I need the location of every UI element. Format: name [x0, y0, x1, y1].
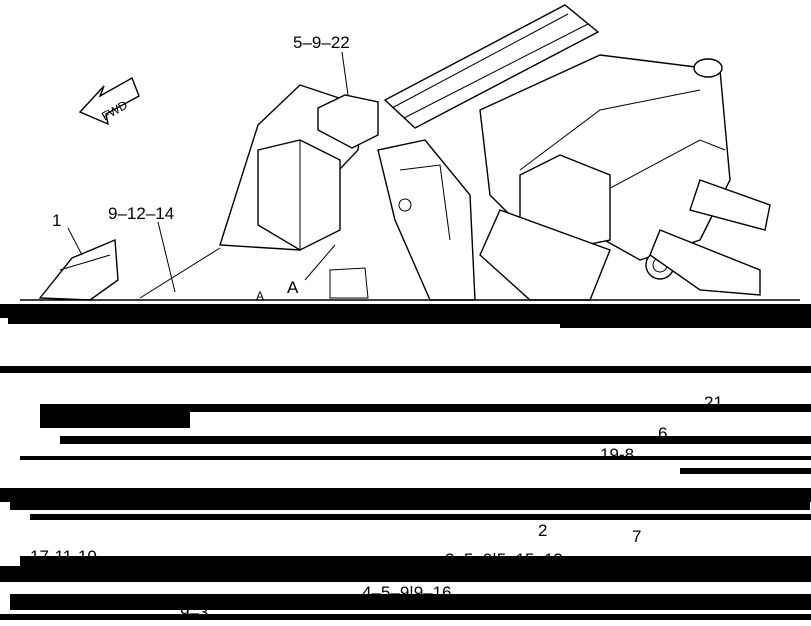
callout-9-3: 9–3 — [180, 603, 208, 622]
callout-3-5-9: 3–5–9|5–15–13 — [445, 550, 563, 569]
forward-arrow-icon: FWD — [78, 76, 140, 126]
callout-19-8: 19-8 — [600, 445, 634, 464]
callout-a-main: A — [287, 278, 299, 297]
callout-18-20: 18-20 — [572, 487, 603, 501]
callout-9-12-14: 9–12–14 — [108, 204, 174, 223]
lower-scan-band — [0, 304, 811, 620]
callouts: 5–9–22 1 9–12–14 A A 21 6 19-8 18-20 2 7… — [30, 33, 723, 622]
frame-structure — [20, 4, 800, 301]
callout-2: 2 — [538, 521, 547, 540]
callout-a-small: A — [256, 289, 264, 303]
callout-1: 1 — [52, 211, 61, 230]
callout-17-11-10: 17-11-10 — [30, 547, 97, 566]
callout-4-5-9: 4–5–9|9–16 — [362, 583, 452, 602]
callout-5-9-22: 5–9–22 — [293, 33, 350, 52]
callout-21: 21 — [704, 393, 723, 412]
callout-7: 7 — [632, 527, 641, 546]
callout-6: 6 — [658, 424, 667, 443]
